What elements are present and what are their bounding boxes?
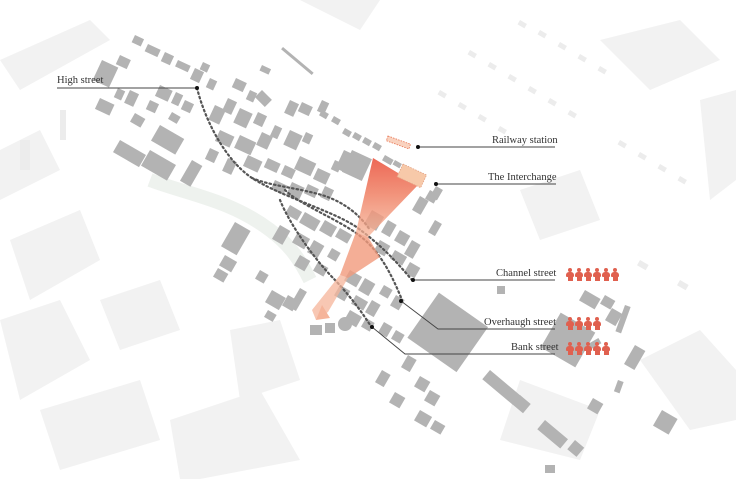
cone-arrow-tip [316, 305, 330, 320]
label-bank-street: Bank street [511, 342, 559, 353]
person-icon [593, 342, 601, 355]
person-icon [566, 268, 574, 281]
leader-dot-icon [411, 278, 415, 282]
person-icon [575, 317, 583, 330]
route-high-street [195, 86, 414, 282]
route-bank [278, 198, 374, 330]
railway-station-marker [385, 135, 412, 150]
person-icon [575, 342, 583, 355]
person-icon [584, 268, 592, 281]
person-icon [575, 268, 583, 281]
leader-dot-icon [399, 299, 403, 303]
leader-overhaugh-street [400, 300, 555, 330]
people-count-overhaugh-street [566, 317, 601, 330]
people-count-bank-street [566, 342, 610, 355]
leader-bank-street [371, 326, 555, 355]
buildings [92, 35, 678, 473]
people-count-channel-street [566, 268, 619, 281]
label-high-street: High street [57, 75, 104, 86]
route-upper [250, 176, 372, 232]
label-the-interchange: The Interchange [488, 172, 557, 183]
person-icon [593, 268, 601, 281]
walking-routes [195, 86, 414, 330]
label-railway-station: Railway station [492, 135, 558, 146]
leader-dot-icon [416, 145, 420, 149]
leader-dot-icon [434, 182, 438, 186]
ghost-building-rows [20, 20, 689, 291]
interchange-marker [396, 163, 428, 189]
person-icon [566, 317, 574, 330]
person-icon [611, 268, 619, 281]
label-channel-street: Channel street [496, 268, 557, 279]
leader-lines [57, 87, 556, 355]
person-icon [566, 342, 574, 355]
person-icon [602, 268, 610, 281]
leader-dot-icon [370, 325, 374, 329]
person-icon [593, 317, 601, 330]
person-icon [584, 317, 592, 330]
label-overhaugh-street: Overhaugh street [484, 317, 557, 328]
person-icon [602, 342, 610, 355]
leader-dot-icon [195, 86, 199, 90]
leader-dots [195, 86, 438, 329]
person-icon [584, 342, 592, 355]
cone-middle [340, 232, 380, 278]
